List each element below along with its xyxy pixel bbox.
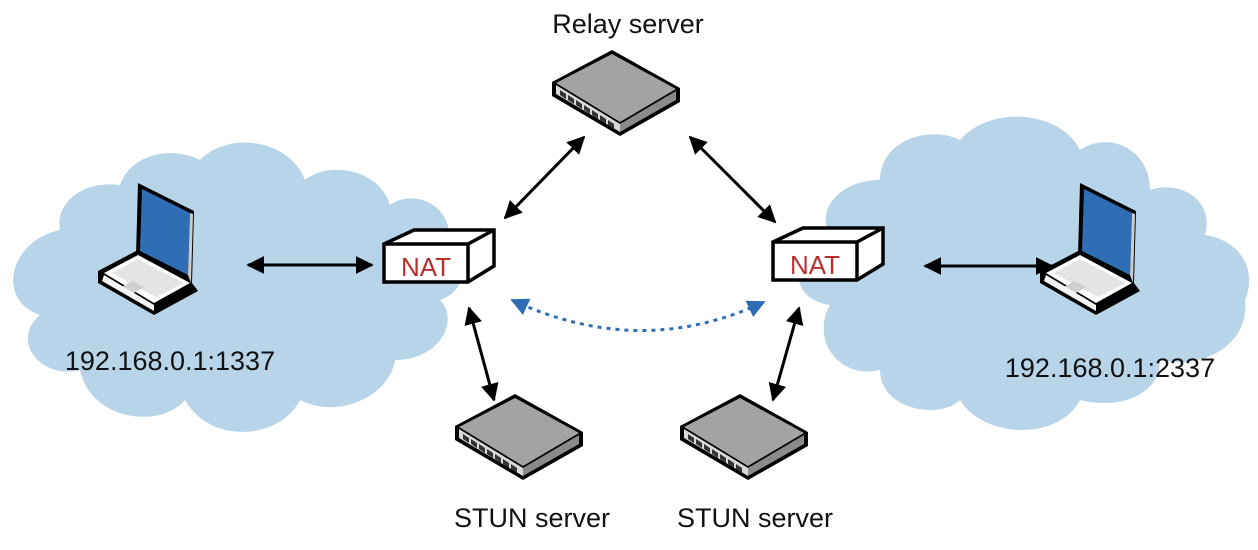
- peer-right-address: 192.168.0.1:2337: [1005, 353, 1215, 383]
- edge-p2p-dotted: [510, 298, 766, 332]
- relay-server-label: Relay server: [552, 9, 704, 39]
- peer-left: 192.168.0.1:1337: [65, 183, 275, 376]
- edge-relay-nat-right: [688, 135, 777, 224]
- server-icon: [680, 394, 808, 480]
- edge-nat-right-stun-right: [768, 306, 804, 402]
- stun-right-label: STUN server: [677, 503, 833, 533]
- connections: [246, 135, 1054, 402]
- edge-nat-left-stun-left: [464, 306, 499, 402]
- nat-left-label: NAT: [401, 252, 451, 282]
- server-icon: [552, 50, 680, 136]
- stun-left-label: STUN server: [454, 503, 610, 533]
- edge-nat-left-relay: [503, 135, 586, 220]
- relay-server: Relay server: [552, 9, 704, 136]
- left-network-cloud: [13, 142, 464, 432]
- peer-left-address: 192.168.0.1:1337: [65, 346, 275, 376]
- nat-right-label: NAT: [790, 250, 840, 280]
- stun-server-right: STUN server: [677, 394, 833, 533]
- server-icon: [455, 394, 583, 480]
- nat-left: NAT: [382, 228, 496, 284]
- stun-server-left: STUN server: [454, 394, 610, 533]
- peer-right: 192.168.0.1:2337: [1005, 183, 1215, 383]
- nat-right: NAT: [771, 226, 885, 282]
